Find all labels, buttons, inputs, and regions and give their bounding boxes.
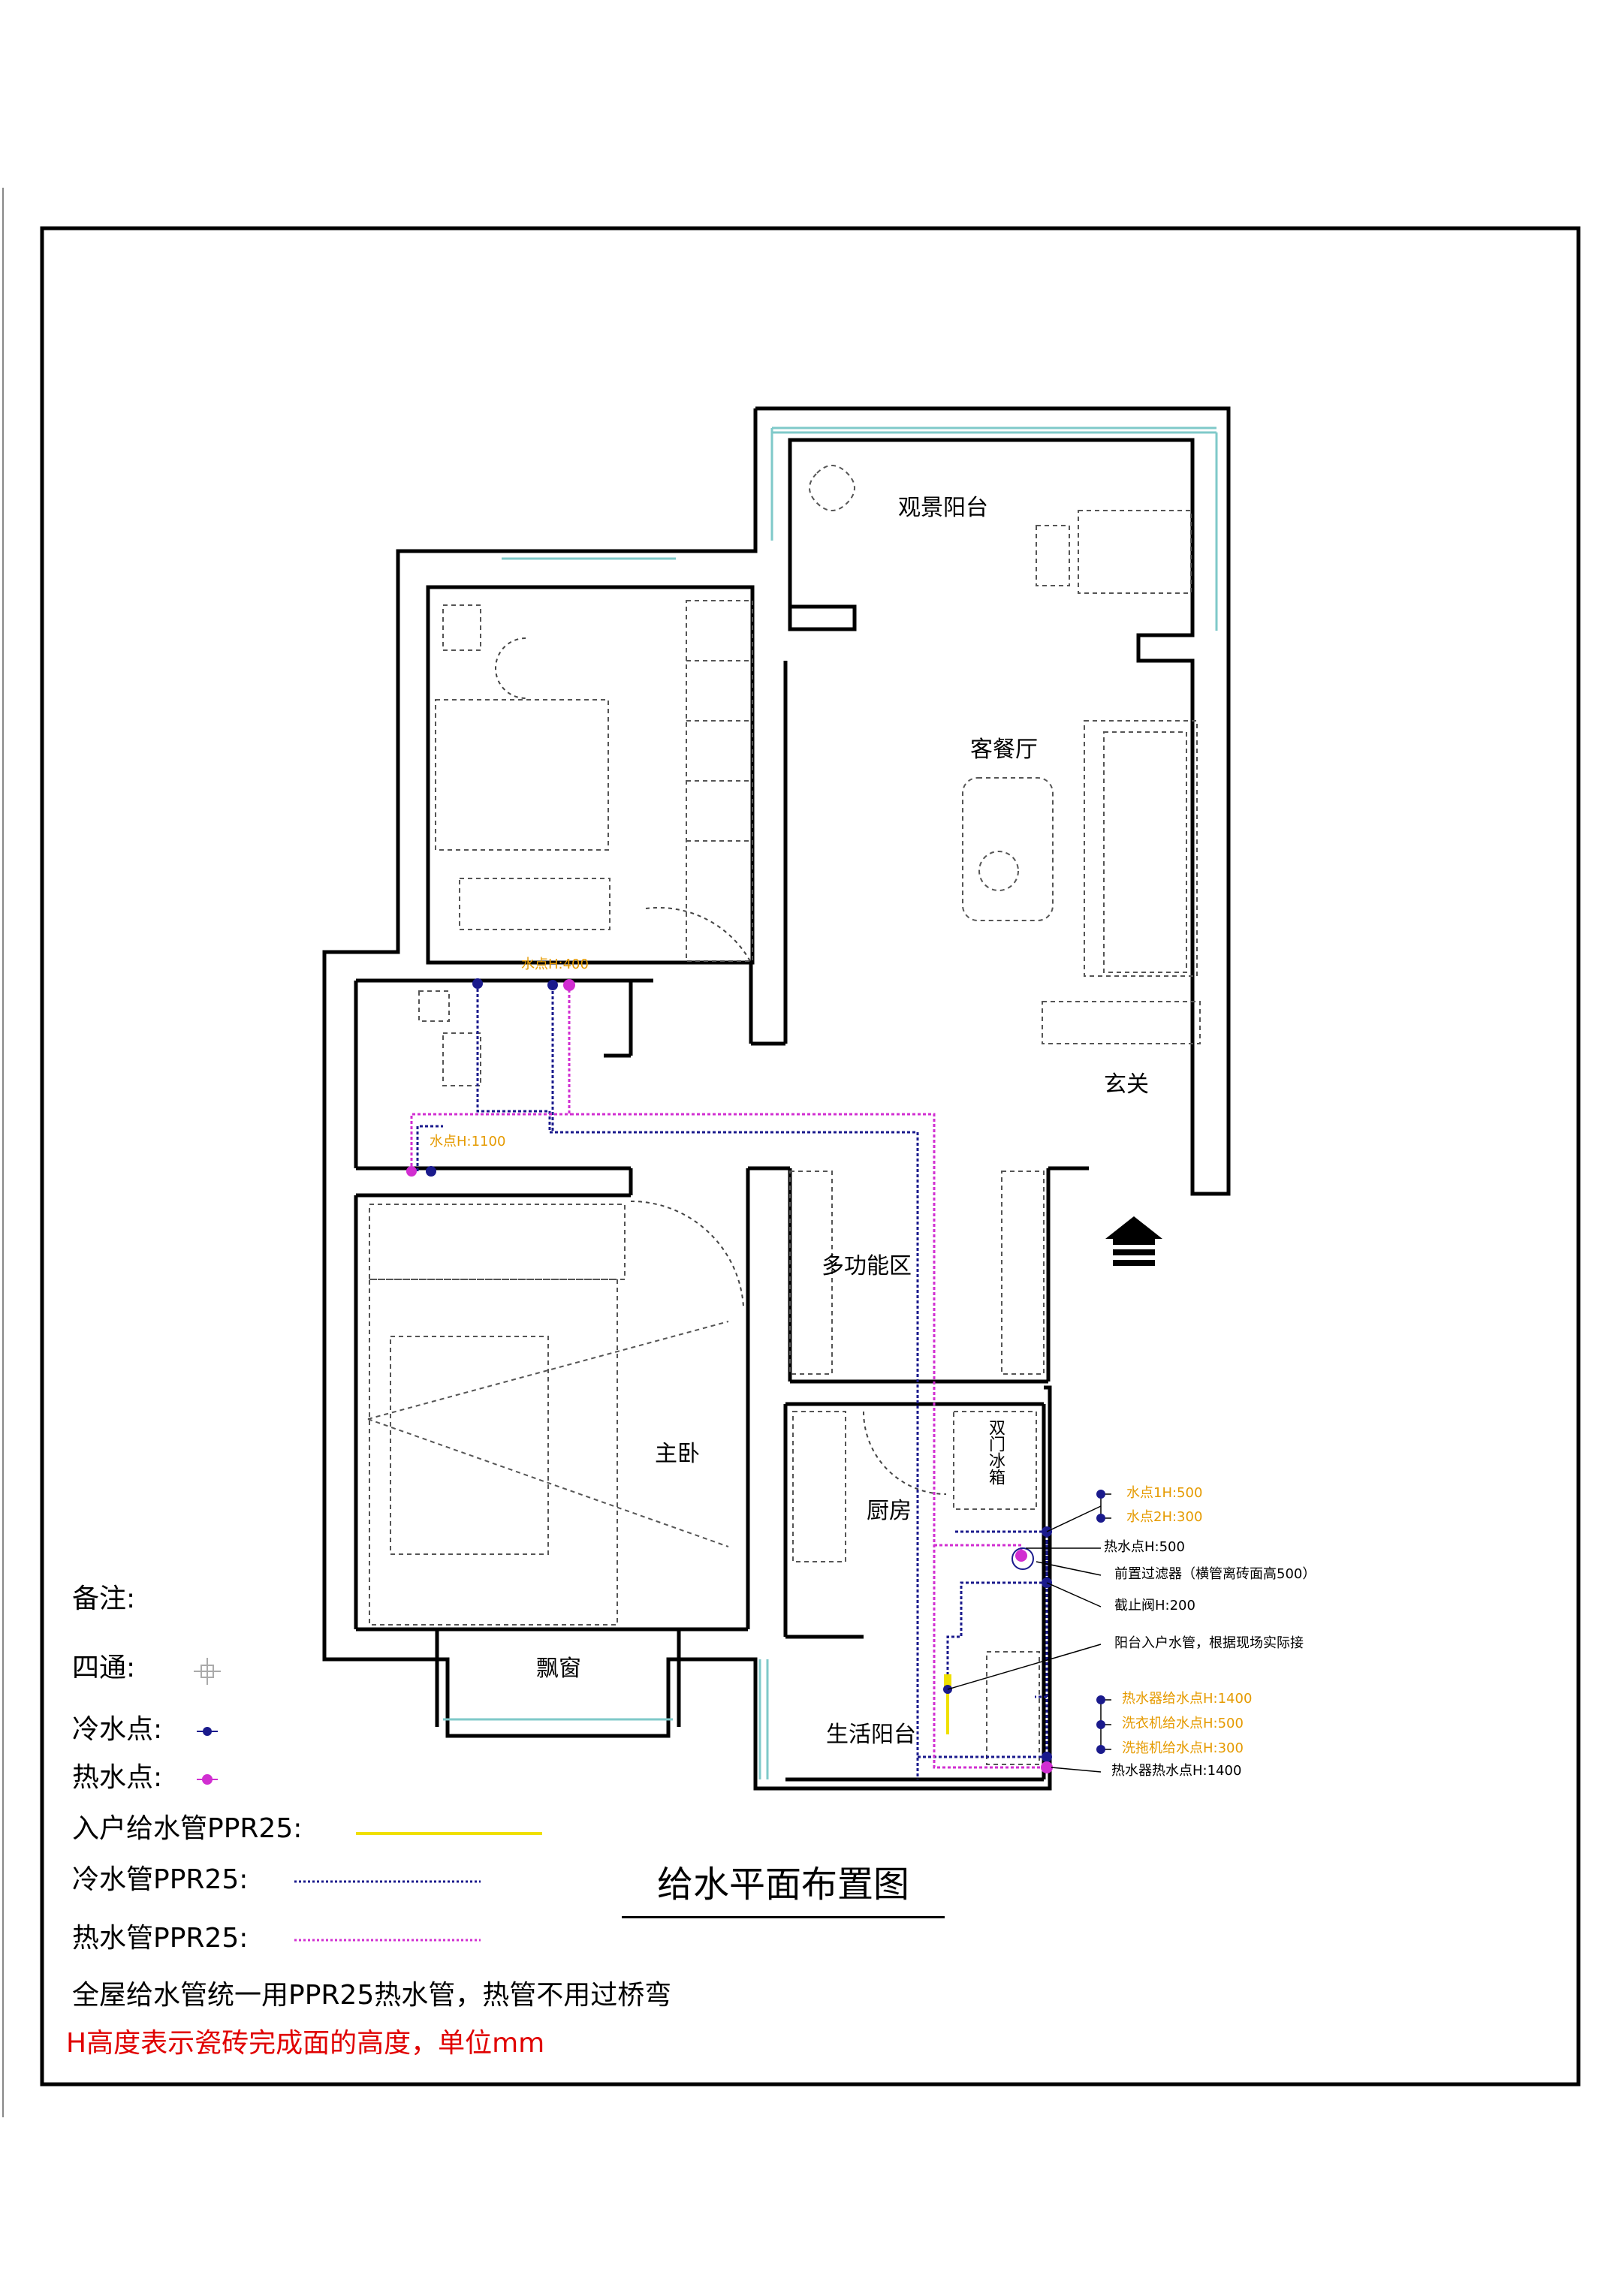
filter-label: 前置过滤器（横管离砖面高500） [1114,1566,1316,1582]
room-master-bed: 主卧 [655,1441,700,1467]
sheet-frame [40,226,1581,2087]
room-kitchen: 厨房 [867,1498,912,1524]
legend-note-2: H高度表示瓷砖完成面的高度，单位mm [66,2028,545,2059]
water-point-1-label: 水点1H:500 [1126,1485,1203,1501]
water-points [406,978,1053,1773]
water-point-2-label: 水点2H:300 [1126,1509,1203,1525]
room-multi-area: 多功能区 [822,1253,912,1279]
washer-label: 洗衣机给水点H:500 [1122,1716,1244,1731]
water-point-1100-label: 水点H:1100 [430,1134,506,1150]
hot-pipes [410,990,1047,1769]
room-living-dining: 客餐厅 [970,737,1038,763]
heater-supply-label: 热水器给水点H:1400 [1122,1691,1253,1707]
legend-remark: 备注: [72,1583,136,1614]
legend-four-way: 四通: [72,1653,136,1683]
four-way-icon [194,1658,221,1685]
legend-hot-pipe: 热水管PPR25: [72,1923,249,1954]
drawing-title: 给水平面布置图 [622,1855,945,1918]
entrance-arrow-icon [1105,1216,1162,1266]
room-balcony-view: 观景阳台 [898,495,988,521]
walls [322,406,1231,1791]
valve-label: 截止阀H:200 [1114,1598,1195,1614]
legend-inlet-pipe: 入户给水管PPR25: [72,1813,303,1844]
legend-note-1: 全屋给水管统一用PPR25热水管，热管不用过桥弯 [72,1980,672,2011]
legend-cold-point: 冷水点: [72,1714,163,1745]
legend-hot-point: 热水点: [72,1762,163,1793]
hot-point-500-label: 热水点H:500 [1104,1539,1185,1555]
furniture [367,465,1201,1765]
water-point-400-label: 水点H:400 [521,957,589,972]
legend-samples [194,1658,542,1942]
inlet-note-label: 阳台入户水管，根据现场实际接 [1114,1635,1304,1651]
room-life-balcony: 生活阳台 [826,1722,916,1748]
legend-cold-pipe: 冷水管PPR25: [72,1864,249,1895]
fridge-label: 双门冰箱 [986,1419,1005,1485]
mop-label: 洗拖机给水点H:300 [1122,1740,1244,1756]
room-bay-window: 飘窗 [536,1656,581,1682]
heater-hot-label: 热水器热水点H:1400 [1111,1763,1242,1779]
room-entrance: 玄关 [1104,1071,1149,1098]
